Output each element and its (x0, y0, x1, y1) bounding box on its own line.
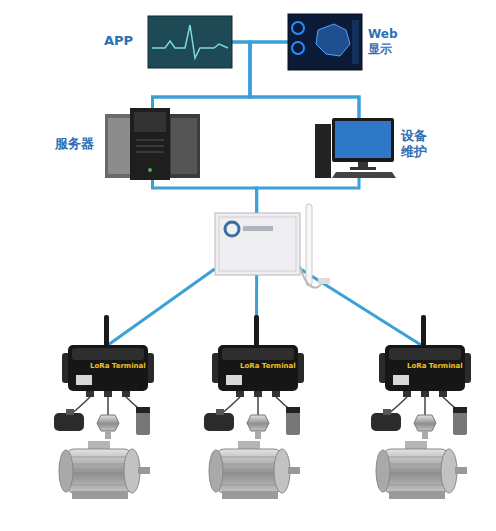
network-link (108, 269, 215, 345)
gateway-panel (219, 217, 296, 271)
web-gauge (292, 22, 304, 34)
app-screen-node: APP (148, 16, 232, 68)
terminal-node: LoRa Terminal (68, 345, 148, 393)
app-screen-frame (148, 16, 232, 68)
web-screen-node: Web 显示 (288, 14, 362, 70)
keyboard (332, 172, 396, 178)
server-tower (130, 108, 170, 180)
terminal-unit (371, 315, 471, 499)
node-label: 设备 维护 (401, 128, 429, 161)
gateway-illustration (215, 204, 330, 288)
terminal-node: LoRa Terminal (385, 345, 465, 393)
maintenance-pc-node: 设备 维护 (315, 118, 395, 178)
node-label: 服务器 (55, 136, 101, 152)
device-label: LoRa Terminal (240, 362, 296, 371)
terminal-unit (204, 315, 304, 499)
network-link (153, 180, 257, 213)
server-bay (134, 112, 166, 132)
cable-connector (318, 278, 330, 284)
antenna-cable (300, 266, 322, 288)
node-label: APP (104, 33, 144, 49)
server-slot (136, 146, 164, 147)
device-label: LoRa Terminal (407, 362, 463, 371)
server-slot (136, 152, 164, 153)
web-screen (288, 14, 362, 70)
server-tower (168, 114, 200, 178)
network-link (300, 269, 421, 345)
web-screen-frame (288, 14, 362, 70)
pc-tower (315, 124, 331, 178)
web-map (316, 24, 350, 56)
gateway-box (215, 213, 300, 275)
gateway-logo (225, 222, 239, 236)
monitor-base (350, 167, 376, 170)
server-illustration (105, 108, 200, 180)
server-front (108, 118, 132, 174)
gateway-badge (243, 226, 273, 231)
gateway-node (215, 213, 300, 275)
monitor-frame (332, 118, 394, 162)
app-screen (148, 16, 232, 68)
terminal-node: LoRa Terminal (218, 345, 298, 393)
pc-illustration (315, 118, 396, 178)
terminal-unit (54, 315, 154, 499)
device-label: LoRa Terminal (90, 362, 146, 371)
server-front (171, 118, 197, 174)
web-panel (352, 20, 359, 64)
web-gauge (292, 42, 304, 54)
server-slot (136, 140, 164, 141)
app-graph (152, 25, 228, 58)
server-node: 服务器 (105, 108, 200, 180)
node-label: Web 显示 (368, 27, 400, 57)
monitor-screen (335, 121, 391, 158)
server-led (148, 168, 152, 172)
gateway-antenna (306, 204, 312, 286)
